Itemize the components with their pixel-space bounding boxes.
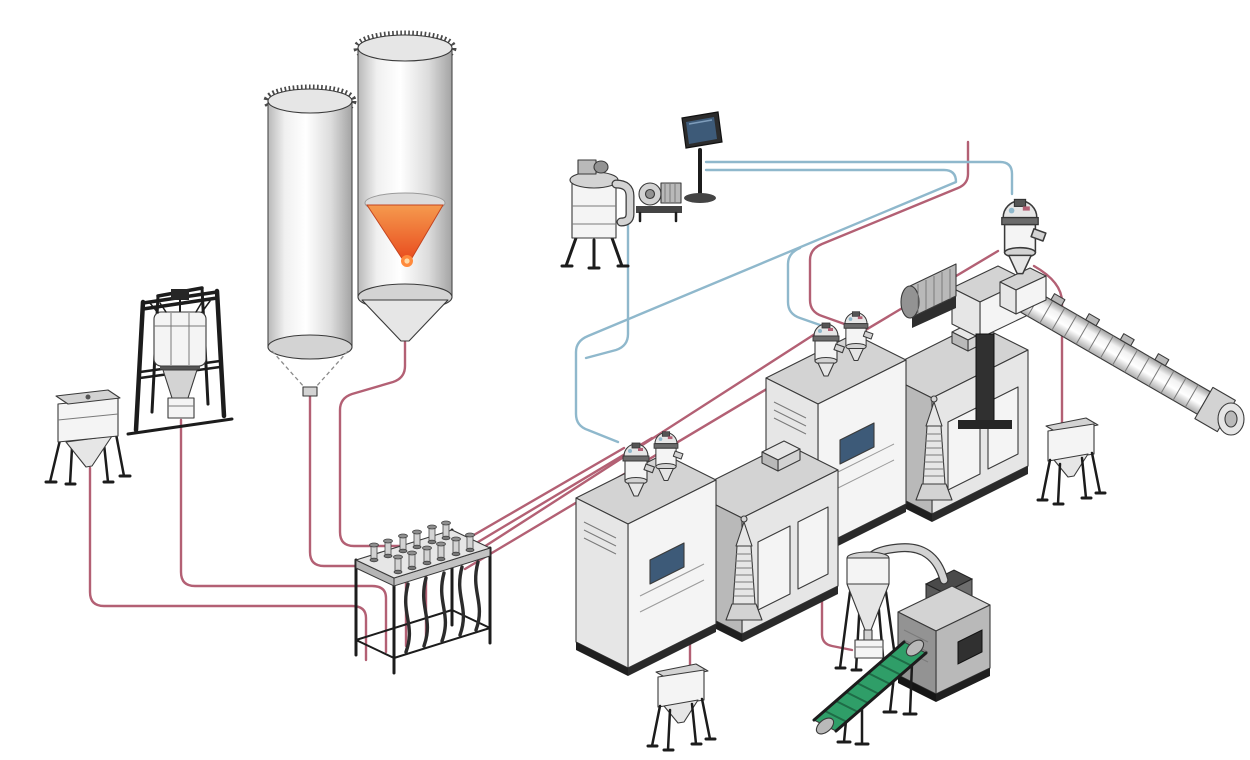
- hopper-dryer: Hopper dryer: [560, 159, 635, 270]
- vacuum-lines: Vacuum lines: [574, 160, 1014, 444]
- floor-hopper-front: Floor-stand receiver (front line): [646, 662, 717, 752]
- silo-left: Storage silo: [263, 84, 357, 397]
- vacuum-receiver: Vacuum receiver on stand: [44, 389, 132, 486]
- vacuum-blower: Vacuum blower: [636, 182, 682, 223]
- hoist-trolley: [171, 289, 189, 300]
- silo-right: Storage silo with material cone: [353, 30, 457, 342]
- blow-moulder-front: Blow moulding machine (front line): [576, 432, 838, 676]
- granulator: Granulator: [897, 569, 991, 702]
- extruder-line: Extruder line Hopper loaders: [900, 198, 1245, 436]
- big-bag: [153, 311, 207, 367]
- belt-conveyor: Inclined belt conveyor: [812, 639, 928, 746]
- extruder-barrel: [1014, 285, 1236, 433]
- floor-hopper-extruder: Floor-stand receiver (extruder line): [1036, 416, 1107, 506]
- big-bag-unloader: Big-bag unloading station: [126, 286, 234, 436]
- dryer-group: Hopper dryer Vacuum blower Control panel: [560, 111, 723, 270]
- control-panel: Control panel: [681, 111, 723, 203]
- cyclone-separator: Cyclone separator: [834, 543, 949, 672]
- coupling-station: Coupling manifold station: [354, 520, 492, 675]
- hopper-loader: Hopper loaders: [1001, 198, 1047, 275]
- support-column: [975, 333, 995, 423]
